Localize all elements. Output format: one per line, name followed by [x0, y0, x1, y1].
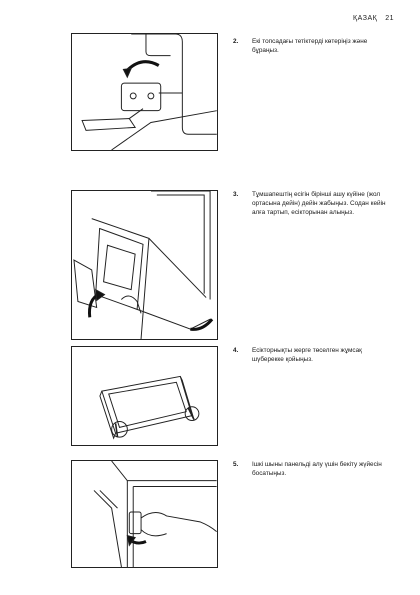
step-2-number: 2.	[233, 38, 239, 45]
step-3-text: Тұмшапештің есігін бірінші ашу күйіне (ж…	[252, 191, 386, 216]
step-3-number: 3.	[233, 191, 239, 198]
page-header: ҚАЗАҚ 21	[353, 15, 394, 22]
step-3: 3. Тұмшапештің есігін бірінші ашу күйіне…	[233, 190, 393, 217]
step-5-text: Ішкі шыны панельді алу үшін бекіту жүйес…	[252, 461, 382, 477]
step-5-number: 5.	[233, 461, 239, 468]
step-2: 2. Екі топсадағы тетіктерді көтеріңіз жә…	[233, 37, 393, 55]
section-title: ҚАЗАҚ	[353, 15, 378, 22]
step-5-illustration	[71, 460, 218, 568]
step-2-illustration	[71, 33, 218, 151]
step-2-text: Екі топсадағы тетіктерді көтеріңіз және …	[252, 38, 368, 54]
step-4-illustration	[71, 346, 218, 446]
step-4-number: 4.	[233, 347, 239, 354]
step-4-text: Есікторнықты жерге төселген жұмсақ шүбер…	[252, 347, 362, 363]
page-number: 21	[385, 15, 394, 22]
step-3-illustration	[71, 190, 218, 340]
step-5: 5. Ішкі шыны панельді алу үшін бекіту жү…	[233, 460, 393, 478]
step-4: 4. Есікторнықты жерге төселген жұмсақ шү…	[233, 346, 393, 364]
